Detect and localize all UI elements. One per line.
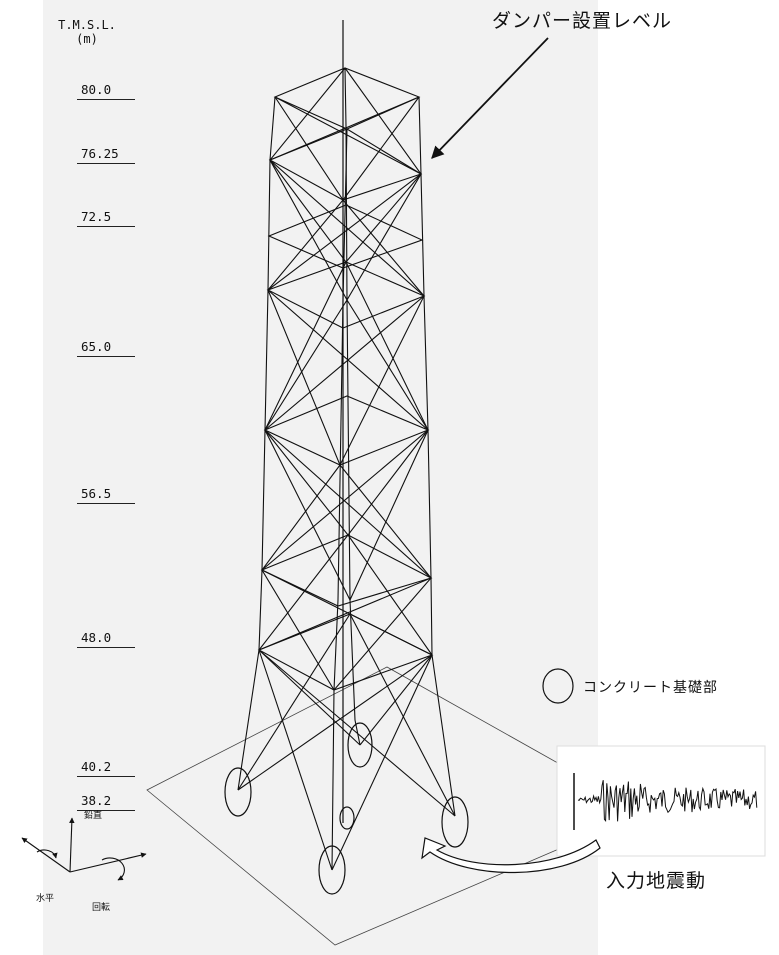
diagram-background (43, 0, 598, 955)
input-motion-arrow (421, 837, 601, 874)
input-ground-motion-label: 入力地震動 (606, 870, 707, 892)
vertical-label: 鉛直 (84, 811, 103, 821)
level-65: 65.0 (77, 339, 135, 357)
level-80: 80.0 (77, 82, 135, 100)
level-56-5: 56.5 (77, 486, 135, 504)
concrete-foundation-label: コンクリート基礎部 (583, 680, 718, 696)
level-38-2: 38.2 (77, 793, 135, 811)
leg-right (418, 96, 456, 817)
level-label: 38.2 (81, 793, 112, 808)
level-label: 48.0 (81, 630, 112, 645)
leg-back (344, 67, 361, 746)
level-label: 76.25 (81, 146, 119, 161)
orientation-icon (21, 817, 147, 881)
level-48: 48.0 (77, 630, 135, 648)
foundation-right (441, 796, 469, 848)
axis-title-text: T.M.S.L. (58, 18, 116, 32)
level-label: 72.5 (81, 209, 112, 224)
level-72-5: 72.5 (77, 209, 135, 227)
axis-unit-text: (m) (76, 32, 98, 46)
level-40-2: 40.2 (77, 759, 135, 777)
damper-arrow (431, 37, 549, 159)
foundation-mast (339, 806, 355, 830)
foundation-left (224, 767, 252, 817)
level-label: 40.2 (81, 759, 112, 774)
level-label: 65.0 (81, 339, 112, 354)
tower-frame (237, 67, 456, 871)
rotation-label: 回転 (92, 903, 111, 913)
leg-front (331, 128, 348, 871)
foundations (224, 722, 469, 895)
input-motion-box (556, 745, 766, 857)
damper-level-label: ダンパー設置レベル (492, 10, 673, 32)
level-label: 80.0 (81, 82, 112, 97)
level-label: 56.5 (81, 486, 112, 501)
foundation-front (318, 845, 346, 895)
seismic-waveform (577, 780, 758, 823)
elevation-axis-title: T.M.S.L. (m) (52, 18, 122, 46)
level-76-25: 76.25 (77, 146, 135, 164)
leg-left (237, 96, 276, 791)
foundation-back (347, 722, 373, 768)
horizontal-label: 水平 (36, 894, 55, 904)
legend-ellipse (542, 668, 574, 704)
